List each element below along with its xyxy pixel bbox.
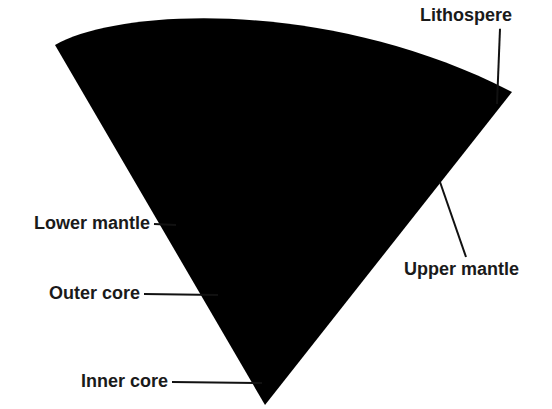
layer-label: Upper mantle (404, 260, 519, 280)
leader-line (497, 29, 500, 104)
layer-label: Inner core (81, 372, 168, 392)
leader-line (440, 182, 466, 257)
leader-line (172, 382, 262, 383)
leader-line (154, 224, 176, 225)
layer-label: Lower mantle (34, 214, 150, 234)
layer-label: Outer core (49, 284, 140, 304)
earth-section (55, 18, 512, 405)
layer-label: Lithospere (420, 6, 512, 26)
leader-line (144, 294, 218, 295)
